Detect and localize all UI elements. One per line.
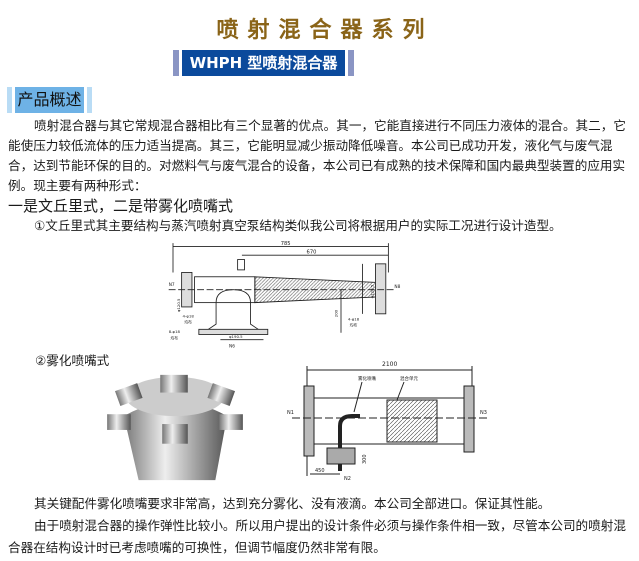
even-bottom: 均布	[170, 336, 178, 341]
intro-text: 喷射混合器与其它常规混合器相比有三个显著的优点。其一，它能直接进行不同压力液体的…	[8, 116, 634, 236]
label-n8: N8	[394, 284, 400, 290]
dia-left: φ120.5	[176, 298, 181, 312]
holes-right: 4-φ18	[348, 317, 360, 322]
page-title: 喷射混合器系列	[216, 18, 434, 43]
venturi-paragraph: ①文丘里式其主要结构与蒸汽喷射真空泵结构类似我公司将根据用户的实际工况进行设计造…	[34, 218, 562, 233]
even-right: 均布	[350, 323, 358, 328]
dim-height: 200	[334, 309, 339, 317]
outro-text: 其关键配件雾化喷嘴要求非常高，达到充分雾化、没有液滴。本公司全部进口。保证其性能…	[8, 493, 634, 559]
dim-total: 2100	[382, 361, 397, 368]
venturi-drawing: 785 670 N7 φ120.5 N8 φ120.5 4-φ18 均布 4-φ…	[169, 241, 401, 350]
dia-right: φ120.5	[370, 284, 375, 298]
intro-paragraph: 喷射混合器与其它常规混合器相比有三个显著的优点。其一，它能直接进行不同压力液体的…	[8, 118, 626, 193]
nozzle-photo	[107, 374, 243, 481]
product-banner: WHPH 型喷射混合器	[182, 50, 345, 76]
section-heading: 产品概述	[15, 87, 84, 113]
atomizing-drawing: 2100 雾化喷嘴 混合单元 N1 N3 N2 450 300	[287, 361, 487, 481]
label-n2: N2	[344, 476, 351, 481]
mix-unit-callout: 混合单元	[400, 375, 418, 382]
label-n1: N1	[287, 410, 294, 416]
dim-total: 785	[281, 241, 291, 247]
flexibility-paragraph: 由于喷射混合器的操作弹性比较小。所以用户提出的设计条件必须与操作条件相一致，尽管…	[8, 518, 626, 555]
nozzle-paragraph: 其关键配件雾化喷嘴要求非常高，达到充分雾化、没有液滴。本公司全部进口。保证其性能…	[34, 496, 551, 511]
section-right-bar	[87, 87, 92, 113]
even-left: 均布	[184, 319, 192, 324]
holes-bottom: 8-φ18	[169, 329, 181, 334]
dim-450: 450	[315, 468, 325, 474]
intro-forms: 一是文丘里式，二是带雾化喷嘴式	[8, 197, 234, 215]
section-left-bar	[7, 87, 12, 113]
nozzle-callout: 雾化喷嘴	[358, 375, 376, 382]
banner-right-bar	[348, 50, 354, 76]
banner-left-bar	[173, 50, 179, 76]
dia-bottom: φ190.5	[229, 334, 243, 339]
label-n7: N7	[169, 282, 175, 288]
holes-left: 4-φ18	[182, 313, 194, 318]
dim-300: 300	[362, 454, 368, 464]
dim-inner: 670	[307, 250, 317, 256]
nozzle-type-label: ②雾化喷嘴式	[35, 353, 110, 368]
label-n3: N3	[480, 410, 487, 416]
label-n6: N6	[229, 343, 235, 349]
